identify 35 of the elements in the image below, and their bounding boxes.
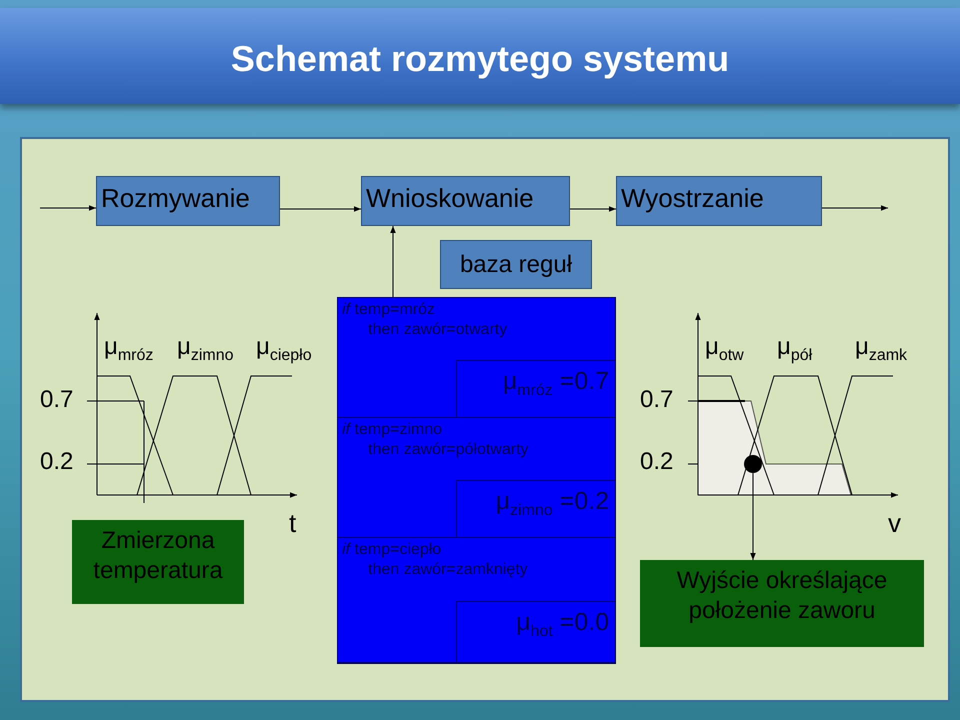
rule-text: then zawór=zamknięty — [367, 560, 529, 580]
rule-text: then zawór=półotwarty — [367, 440, 530, 460]
membership-label: μ$_{zimno}$ — [177, 333, 234, 365]
rule-base-label: baza reguł — [440, 240, 592, 289]
arrow — [280, 206, 362, 212]
membership-value-box: μ$_{mróz}$ =0.7 — [456, 360, 615, 417]
rule-text: then zawór=otwarty — [367, 320, 508, 340]
title: Schemat rozmytego systemu — [230, 38, 730, 80]
rule-text: if temp=zimno — [342, 420, 444, 440]
input-box: Zmierzona temperatura — [72, 520, 244, 604]
process-box: Rozmywanie — [96, 176, 280, 226]
rule-block — [337, 297, 616, 664]
arrow — [822, 205, 888, 211]
membership-label: μ$_{otw}$ — [705, 333, 744, 365]
axis-value: 0.2 — [640, 448, 674, 476]
axis-value: 0.7 — [640, 386, 674, 414]
arrow — [390, 226, 396, 298]
axis-label: t — [289, 508, 296, 539]
process-box: Wyostrzanie — [616, 176, 822, 226]
membership-label: μ$_{ciepło}$ — [256, 333, 312, 365]
rule-text: if temp=mróz — [342, 300, 436, 320]
arrow — [750, 472, 756, 560]
membership-value-box: μ$_{hot}$ =0.0 — [456, 601, 615, 663]
membership-label: μ$_{mróz}$ — [104, 333, 154, 365]
output-box: Wyjście określające położenie zaworu — [640, 560, 924, 647]
axis-value: 0.2 — [40, 448, 74, 476]
arrow — [570, 206, 616, 212]
axis-value: 0.7 — [40, 386, 74, 414]
process-box: Wnioskowanie — [361, 176, 570, 226]
axis-label: v — [888, 508, 901, 539]
membership-value-box: μ$_{zimno}$ =0.2 — [456, 480, 615, 537]
membership-label: μ$_{zamk}$ — [855, 333, 908, 365]
arrow — [40, 205, 96, 211]
rule-text: if temp=ciepło — [342, 540, 442, 560]
membership-label: μ$_{pół}$ — [777, 333, 812, 365]
